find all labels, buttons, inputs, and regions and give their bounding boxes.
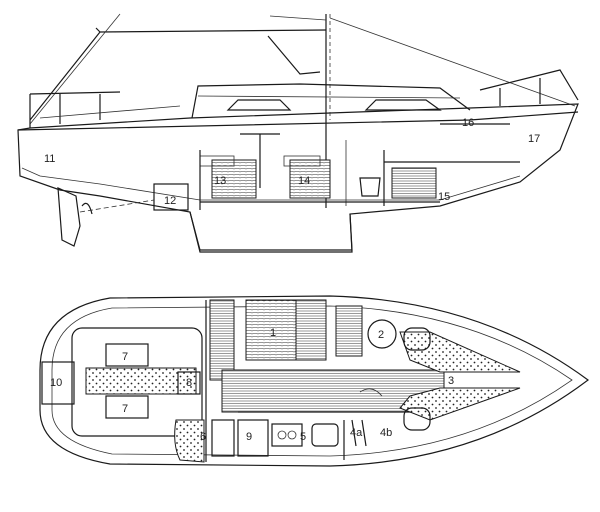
accommodation-plan: 1 2 3 4a 4b 5 6 7 7 8 9 10 (39, 295, 590, 467)
label-11: 11 (44, 153, 55, 165)
label-4b: 4b (380, 427, 392, 439)
label-12: 12 (164, 195, 176, 207)
label-10: 10 (50, 377, 62, 389)
label-2: 2 (378, 329, 384, 341)
label-9: 9 (246, 431, 252, 443)
label-8: 8 (186, 377, 192, 389)
label-4a: 4a (350, 427, 363, 439)
cabin-top (191, 83, 471, 119)
side-profile: 11 12 13 14 15 16 17 (17, 13, 579, 253)
label-5: 5 (300, 431, 306, 443)
label-14: 14 (298, 175, 310, 187)
label-1: 1 (270, 327, 276, 339)
hull-plan (39, 295, 590, 467)
label-7-top: 7 (122, 351, 128, 363)
label-16: 16 (462, 117, 474, 129)
label-15: 15 (438, 191, 450, 203)
label-3: 3 (448, 375, 454, 387)
cockpit (71, 327, 203, 437)
label-7-bottom: 7 (122, 403, 128, 415)
rudder (57, 187, 81, 247)
label-6: 6 (200, 431, 206, 443)
keel (189, 211, 353, 253)
label-13: 13 (214, 175, 226, 187)
label-17: 17 (528, 133, 540, 145)
